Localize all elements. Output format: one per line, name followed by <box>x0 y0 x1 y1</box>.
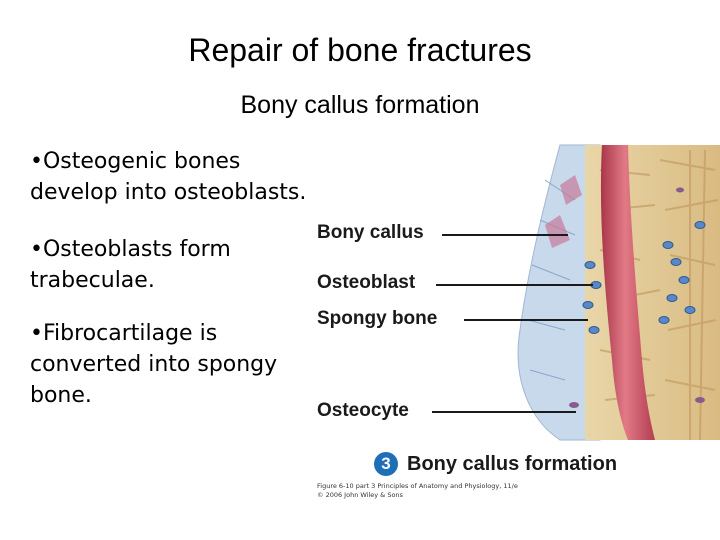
slide-subtitle: Bony callus formation <box>0 91 720 120</box>
cartilage-region <box>517 144 601 441</box>
callus-patches <box>545 175 582 248</box>
bullet-item: •Osteogenic bones develop into osteoblas… <box>30 149 307 205</box>
bone-illustration <box>432 144 720 441</box>
step-number-badge: 3 <box>374 452 398 476</box>
credit-line: © 2006 John Wiley & Sons <box>317 491 403 499</box>
figure-credit: Figure 6-10 part 3 Principles of Anatomy… <box>317 482 518 500</box>
bullet-item: •Fibrocartilage is converted into spongy… <box>30 321 278 408</box>
figure-caption: 3 Bony callus formation <box>374 452 617 476</box>
label-spongy-bone: Spongy bone <box>317 308 438 329</box>
label-osteoblast: Osteoblast <box>317 272 416 293</box>
label-osteocyte: Osteocyte <box>317 400 409 421</box>
osteoblast-cells <box>582 221 706 334</box>
leader-lines <box>432 234 593 413</box>
slide-title: Repair of bone fractures <box>188 32 532 68</box>
osteocyte-cells <box>569 187 705 408</box>
blood-vessel <box>600 145 655 440</box>
step-title: Bony callus formation <box>407 452 618 475</box>
subtitle-text: Bony callus formation <box>240 91 480 119</box>
bullet-list: •Osteogenic bones develop into osteoblas… <box>30 146 320 437</box>
bullet-item: •Osteoblasts form trabeculae. <box>30 237 231 293</box>
label-bony-callus: Bony callus <box>317 222 424 243</box>
credit-line: Figure 6-10 part 3 Principles of Anatomy… <box>317 482 518 490</box>
